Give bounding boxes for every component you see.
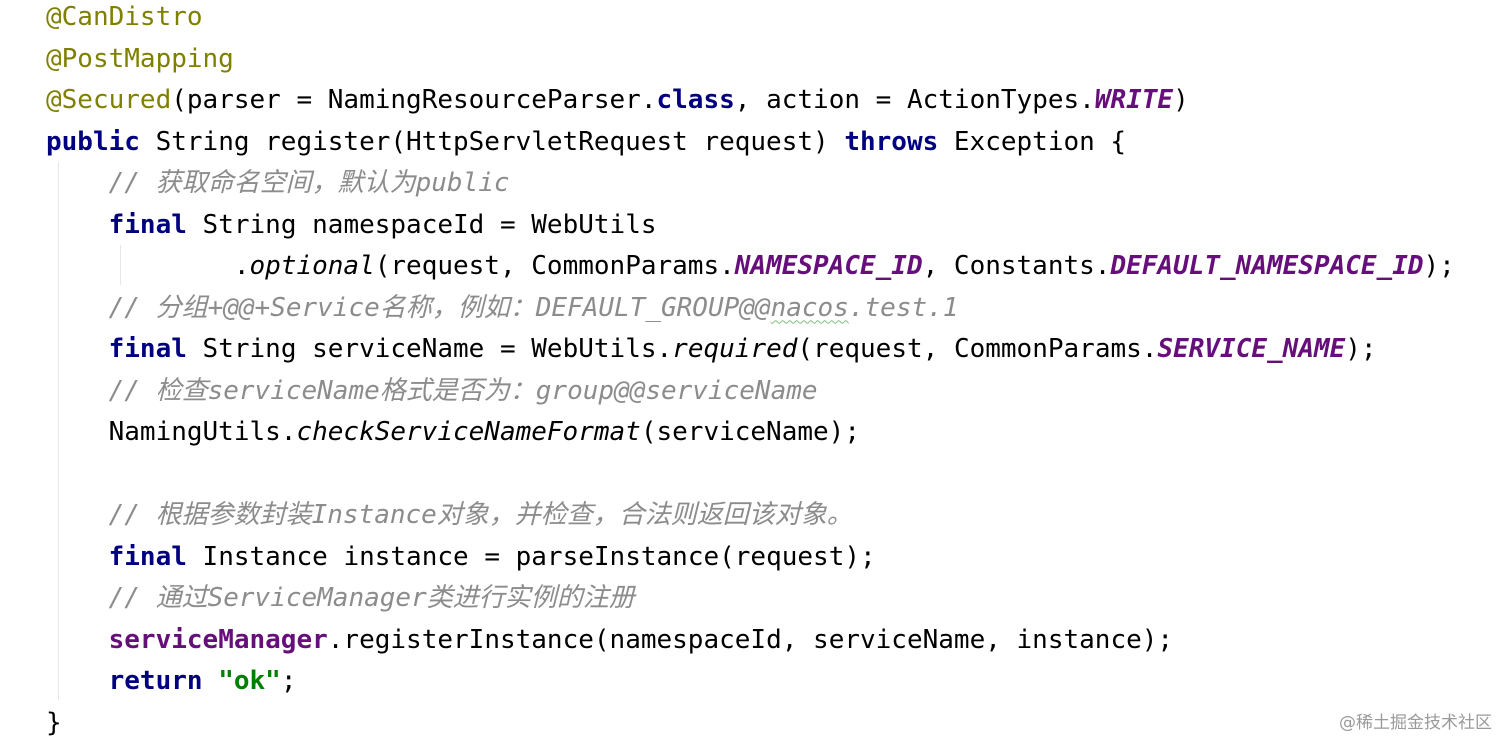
comment-token: .test.1 [848,292,959,323]
code-line[interactable]: // 获取命名空间，默认为public [46,163,510,203]
code-token: ); [1345,334,1377,364]
code-line[interactable]: serviceManager.registerInstance(namespac… [46,620,1173,660]
keyword-token: final [108,334,187,364]
comment-token: // 分组+@@+Service名称，例如：DEFAULT_GROUP@@ [108,292,771,323]
code-line[interactable]: @Secured(parser = NamingResourceParser.c… [46,80,1189,120]
static-field-token: DEFAULT_NAMESPACE_ID [1110,251,1424,281]
code-line[interactable]: final Instance instance = parseInstance(… [46,537,876,577]
code-token: .registerInstance(namespaceId, serviceNa… [327,624,1174,655]
code-line[interactable]: final String serviceName = WebUtils.requ… [46,329,1377,369]
comment-token: // 检查serviceName格式是否为：group@@serviceName [108,375,818,406]
code-line[interactable]: .optional(request, CommonParams.NAMESPAC… [46,246,1455,286]
code-line[interactable]: return "ok"; [46,661,297,701]
code-token [46,168,109,198]
code-token [46,625,109,655]
keyword-token: final [108,541,187,572]
field-token: serviceManager [108,624,328,655]
comment-token: // 根据参数封装Instance对象，并检查，合法则返回该对象。 [108,500,853,530]
code-token: . [46,251,250,281]
annotation-token: @CanDistro [46,2,203,32]
code-token: Exception { [938,126,1127,157]
watermark-text: @稀土掘金技术社区 [1339,713,1492,733]
comment-token: // 通过ServiceManager类进行实例的注册 [108,583,635,613]
code-token [46,583,109,613]
code-token: ) [1173,85,1189,115]
code-token [46,376,109,406]
keyword-token: final [108,209,187,240]
code-line[interactable]: public String register(HttpServletReques… [46,122,1126,162]
annotation-token: @Secured [46,85,172,115]
code-token: String serviceName = WebUtils. [186,334,673,364]
code-token [46,293,109,323]
code-token: String register(HttpServletRequest reque… [139,126,845,157]
code-token: } [46,707,62,738]
code-token: , Constants. [922,251,1111,281]
code-line[interactable]: // 分组+@@+Service名称，例如：DEFAULT_GROUP@@nac… [46,288,959,328]
code-line[interactable]: // 通过ServiceManager类进行实例的注册 [46,578,635,618]
code-token: ); [1423,251,1455,281]
comment-token: // 获取命名空间，默认为public [108,168,510,198]
static-method-token: checkServiceNameFormat [296,417,641,447]
code-token [46,542,109,572]
code-token: , action = ActionTypes. [734,85,1095,115]
keyword-token: return [108,666,203,696]
code-token: ; [280,666,297,696]
comment-typo-token: nacos [770,292,849,323]
keyword-token: throws [844,126,939,157]
code-line[interactable]: final String namespaceId = WebUtils [46,205,657,245]
code-token [46,500,109,530]
keyword-token: public [46,126,140,157]
code-token [203,666,219,696]
code-token [46,210,109,240]
code-line[interactable]: // 根据参数封装Instance对象，并检查，合法则返回该对象。 [46,495,853,535]
code-token: (parser = NamingResourceParser. [171,85,657,115]
code-token: NamingUtils. [46,417,297,447]
code-line[interactable]: // 检查serviceName格式是否为：group@@serviceName [46,371,818,411]
static-field-token: NAMESPACE_ID [734,251,923,281]
static-method-token: required [672,334,798,364]
code-line[interactable]: @PostMapping [46,39,234,79]
code-token: String namespaceId = WebUtils [186,209,657,240]
static-field-token: SERVICE_NAME [1157,334,1346,364]
code-token [46,666,109,696]
static-method-token: optional [249,251,375,281]
code-line[interactable]: NamingUtils.checkServiceNameFormat(servi… [46,412,860,452]
static-field-token: WRITE [1094,85,1174,115]
code-token: (request, CommonParams. [374,251,735,281]
keyword-token: class [656,85,735,115]
code-token: (serviceName); [640,417,860,447]
code-line[interactable]: @CanDistro [46,0,203,37]
code-token [46,334,109,364]
code-token: Instance instance = parseInstance(reques… [186,541,876,572]
annotation-token: @PostMapping [46,43,234,74]
code-line[interactable]: } [46,703,62,743]
code-token: (request, CommonParams. [797,334,1158,364]
indent-guide-continuation [120,245,121,285]
indent-guide-method [58,162,59,700]
string-literal-token: "ok" [218,666,281,696]
